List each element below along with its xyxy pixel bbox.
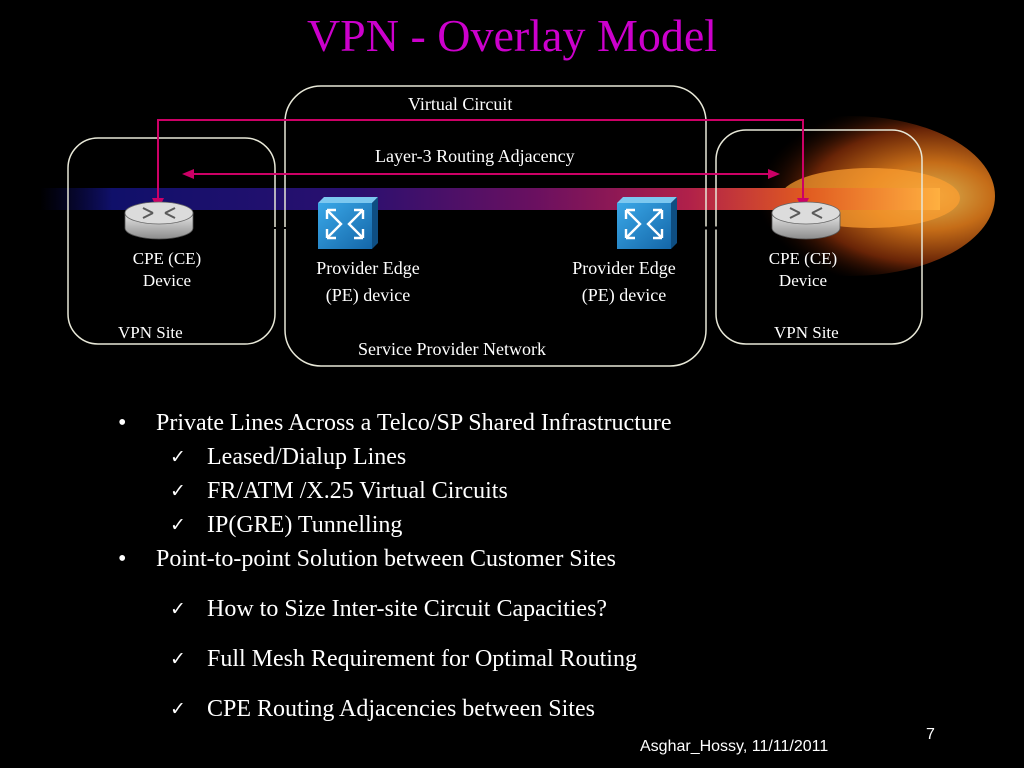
sub-bullet-text: CPE Routing Adjacencies between Sites <box>207 696 595 722</box>
sub-bullet-text: IP(GRE) Tunnelling <box>207 512 403 538</box>
virtual-circuit-label: Virtual Circuit <box>408 94 513 114</box>
bullet-item: •Private Lines Across a Telco/SP Shared … <box>118 410 672 436</box>
router-icon <box>124 201 194 240</box>
pe-left-line2: (PE) device <box>325 285 411 305</box>
checkmark-icon: ✓ <box>170 648 186 670</box>
service-provider-box <box>284 85 707 367</box>
left-ce-line2: Device <box>142 271 192 290</box>
left-ce-device-label: CPE (CE) Device <box>112 248 222 292</box>
page-number: 7 <box>926 726 935 743</box>
bullet-item: •Point-to-point Solution between Custome… <box>118 546 616 572</box>
sub-bullet-text: Full Mesh Requirement for Optimal Routin… <box>207 646 637 672</box>
checkmark-icon: ✓ <box>170 598 186 620</box>
right-ce-device-label: CPE (CE) Device <box>748 248 858 292</box>
checkmark-icon: ✓ <box>170 480 186 502</box>
router-icon <box>771 201 841 240</box>
sub-bullet-text: FR/ATM /X.25 Virtual Circuits <box>207 478 508 504</box>
pe-right-label: Provider Edge (PE) device <box>554 255 694 309</box>
pe-right-line2: (PE) device <box>581 285 667 305</box>
overlay-diagram <box>40 85 995 367</box>
right-ce-line2: Device <box>778 271 828 290</box>
checkmark-icon: ✓ <box>170 698 186 720</box>
sub-bullet-item: ✓ FR/ATM /X.25 Virtual Circuits <box>118 474 672 508</box>
bullet-text: Private Lines Across a Telco/SP Shared I… <box>156 410 672 436</box>
vpn-site-left-box <box>67 137 276 345</box>
service-provider-label: Service Provider Network <box>358 339 546 359</box>
bullet-text: Point-to-point Solution between Customer… <box>156 546 616 572</box>
sub-bullet-item: ✓ IP(GRE) Tunnelling <box>118 508 672 542</box>
vpn-site-right-box <box>715 129 923 345</box>
virtual-circuit-line <box>157 119 804 206</box>
pe-right-line1: Provider Edge <box>572 258 676 278</box>
sub-bullet-item: ✓ How to Size Inter-site Circuit Capaciti… <box>118 592 672 626</box>
pe-left-line1: Provider Edge <box>316 258 420 278</box>
footer-text: Asghar_Hossy, 11/11/2011 <box>640 738 829 755</box>
right-ce-line1: CPE (CE) <box>768 249 838 268</box>
switch-icon <box>617 197 677 249</box>
bullet-list: •Private Lines Across a Telco/SP Shared … <box>118 406 672 726</box>
routing-adjacency-arrow-left <box>182 169 194 179</box>
routing-adjacency-label: Layer-3 Routing Adjacency <box>375 146 575 166</box>
sub-bullet-item: ✓ Leased/Dialup Lines <box>118 440 672 474</box>
left-vpn-site-label: VPN Site <box>118 323 183 342</box>
slide-title: VPN - Overlay Model <box>306 10 718 61</box>
sub-bullet-text: How to Size Inter-site Circuit Capacitie… <box>207 596 608 622</box>
switch-icon <box>318 197 378 249</box>
right-vpn-site-label: VPN Site <box>774 323 839 342</box>
checkmark-icon: ✓ <box>170 446 186 468</box>
checkmark-icon: ✓ <box>170 514 186 536</box>
sub-bullet-item: ✓ CPE Routing Adjacencies between Sites <box>118 692 672 726</box>
backbone-beam <box>40 188 940 210</box>
left-ce-line1: CPE (CE) <box>132 249 202 268</box>
pe-left-label: Provider Edge (PE) device <box>298 255 438 309</box>
routing-adjacency-arrow-right <box>768 169 780 179</box>
sub-bullet-item: ✓ Full Mesh Requirement for Optimal Routi… <box>118 642 672 676</box>
sub-bullet-text: Leased/Dialup Lines <box>207 444 407 470</box>
